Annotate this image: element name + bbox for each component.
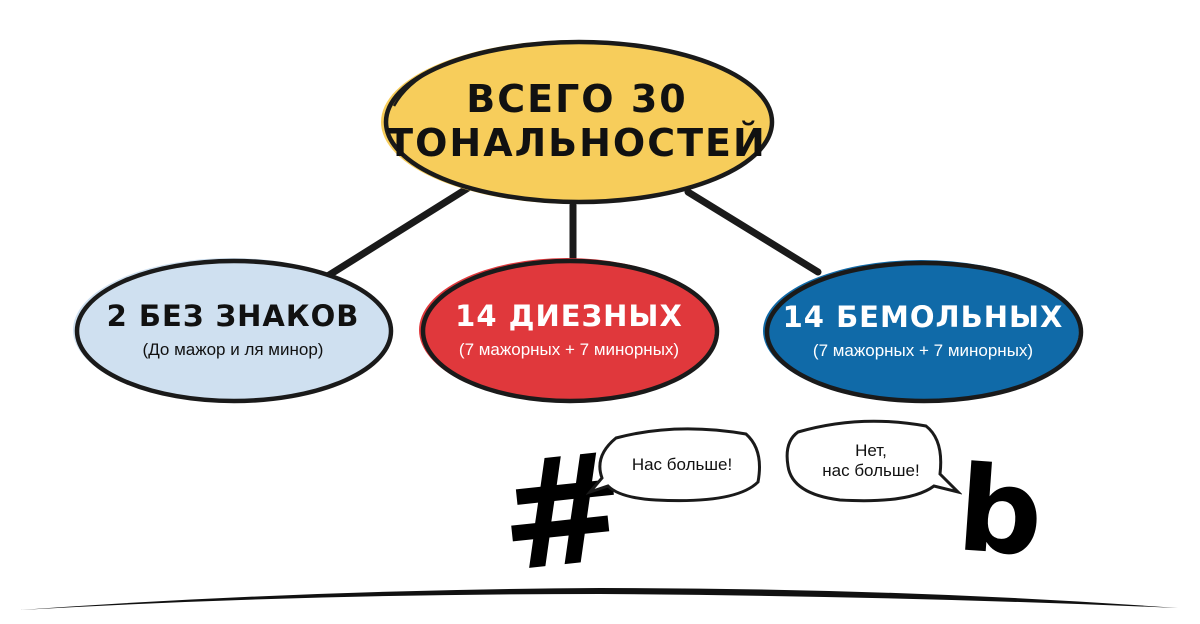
sharps-subtitle: (7 мажорных + 7 минорных) [458,339,680,359]
sharps-title: 14 ДИЕЗНЫХ [455,299,683,334]
no-signs-ellipse [73,258,394,404]
root-title-line2: ТОНАЛЬНОСТЕЙ [387,121,767,165]
flats-label: 14 БЕМОЛЬНЫХ (7 мажорных + 7 минорных) [782,300,1064,360]
node-no-signs: 2 БЕЗ ЗНАКОВ (До мажор и ля минор) [70,254,396,406]
root-title-line1: ВСЕГО 30 [466,77,688,122]
node-flats: 14 БЕМОЛЬНЫХ (7 мажорных + 7 минорных) [760,256,1086,406]
sharps-ellipse [419,258,720,404]
connector-left [314,184,472,286]
speech-bubble-flats-line2: нас больше! [822,461,920,480]
no-signs-label: 2 БЕЗ ЗНАКОВ (До мажор и ля минор) [106,299,360,359]
ground-line [20,588,1178,610]
speech-bubble-sharps: Нас больше! [586,420,766,510]
root-label: ВСЕГО 30 ТОНАЛЬНОСТЕЙ [387,78,767,165]
flats-title: 14 БЕМОЛЬНЫХ [782,300,1064,335]
speech-bubble-flats-text: Нет, нас больше! [780,412,976,510]
speech-bubble-sharps-shape [586,427,761,503]
speech-bubble-flats-shape [785,419,962,503]
flats-subtitle: (7 мажорных + 7 минорных) [812,340,1034,360]
connector-right [684,188,822,276]
root-node: ВСЕГО 30 ТОНАЛЬНОСТЕЙ [376,36,778,208]
speech-bubble-flats-line1: Нет, [855,441,887,461]
speech-bubble-sharps-text: Нас больше! [631,455,733,475]
no-signs-subtitle: (До мажор и ля минор) [142,339,324,359]
sharps-label: 14 ДИЕЗНЫХ (7 мажорных + 7 минорных) [455,299,683,359]
node-sharps: 14 ДИЕЗНЫХ (7 мажорных + 7 минорных) [416,254,722,406]
root-ellipse [381,39,775,205]
flats-ellipse [763,260,1084,404]
no-signs-title: 2 БЕЗ ЗНАКОВ [106,299,360,334]
speech-bubble-flats: Нет, нас больше! [780,412,962,510]
